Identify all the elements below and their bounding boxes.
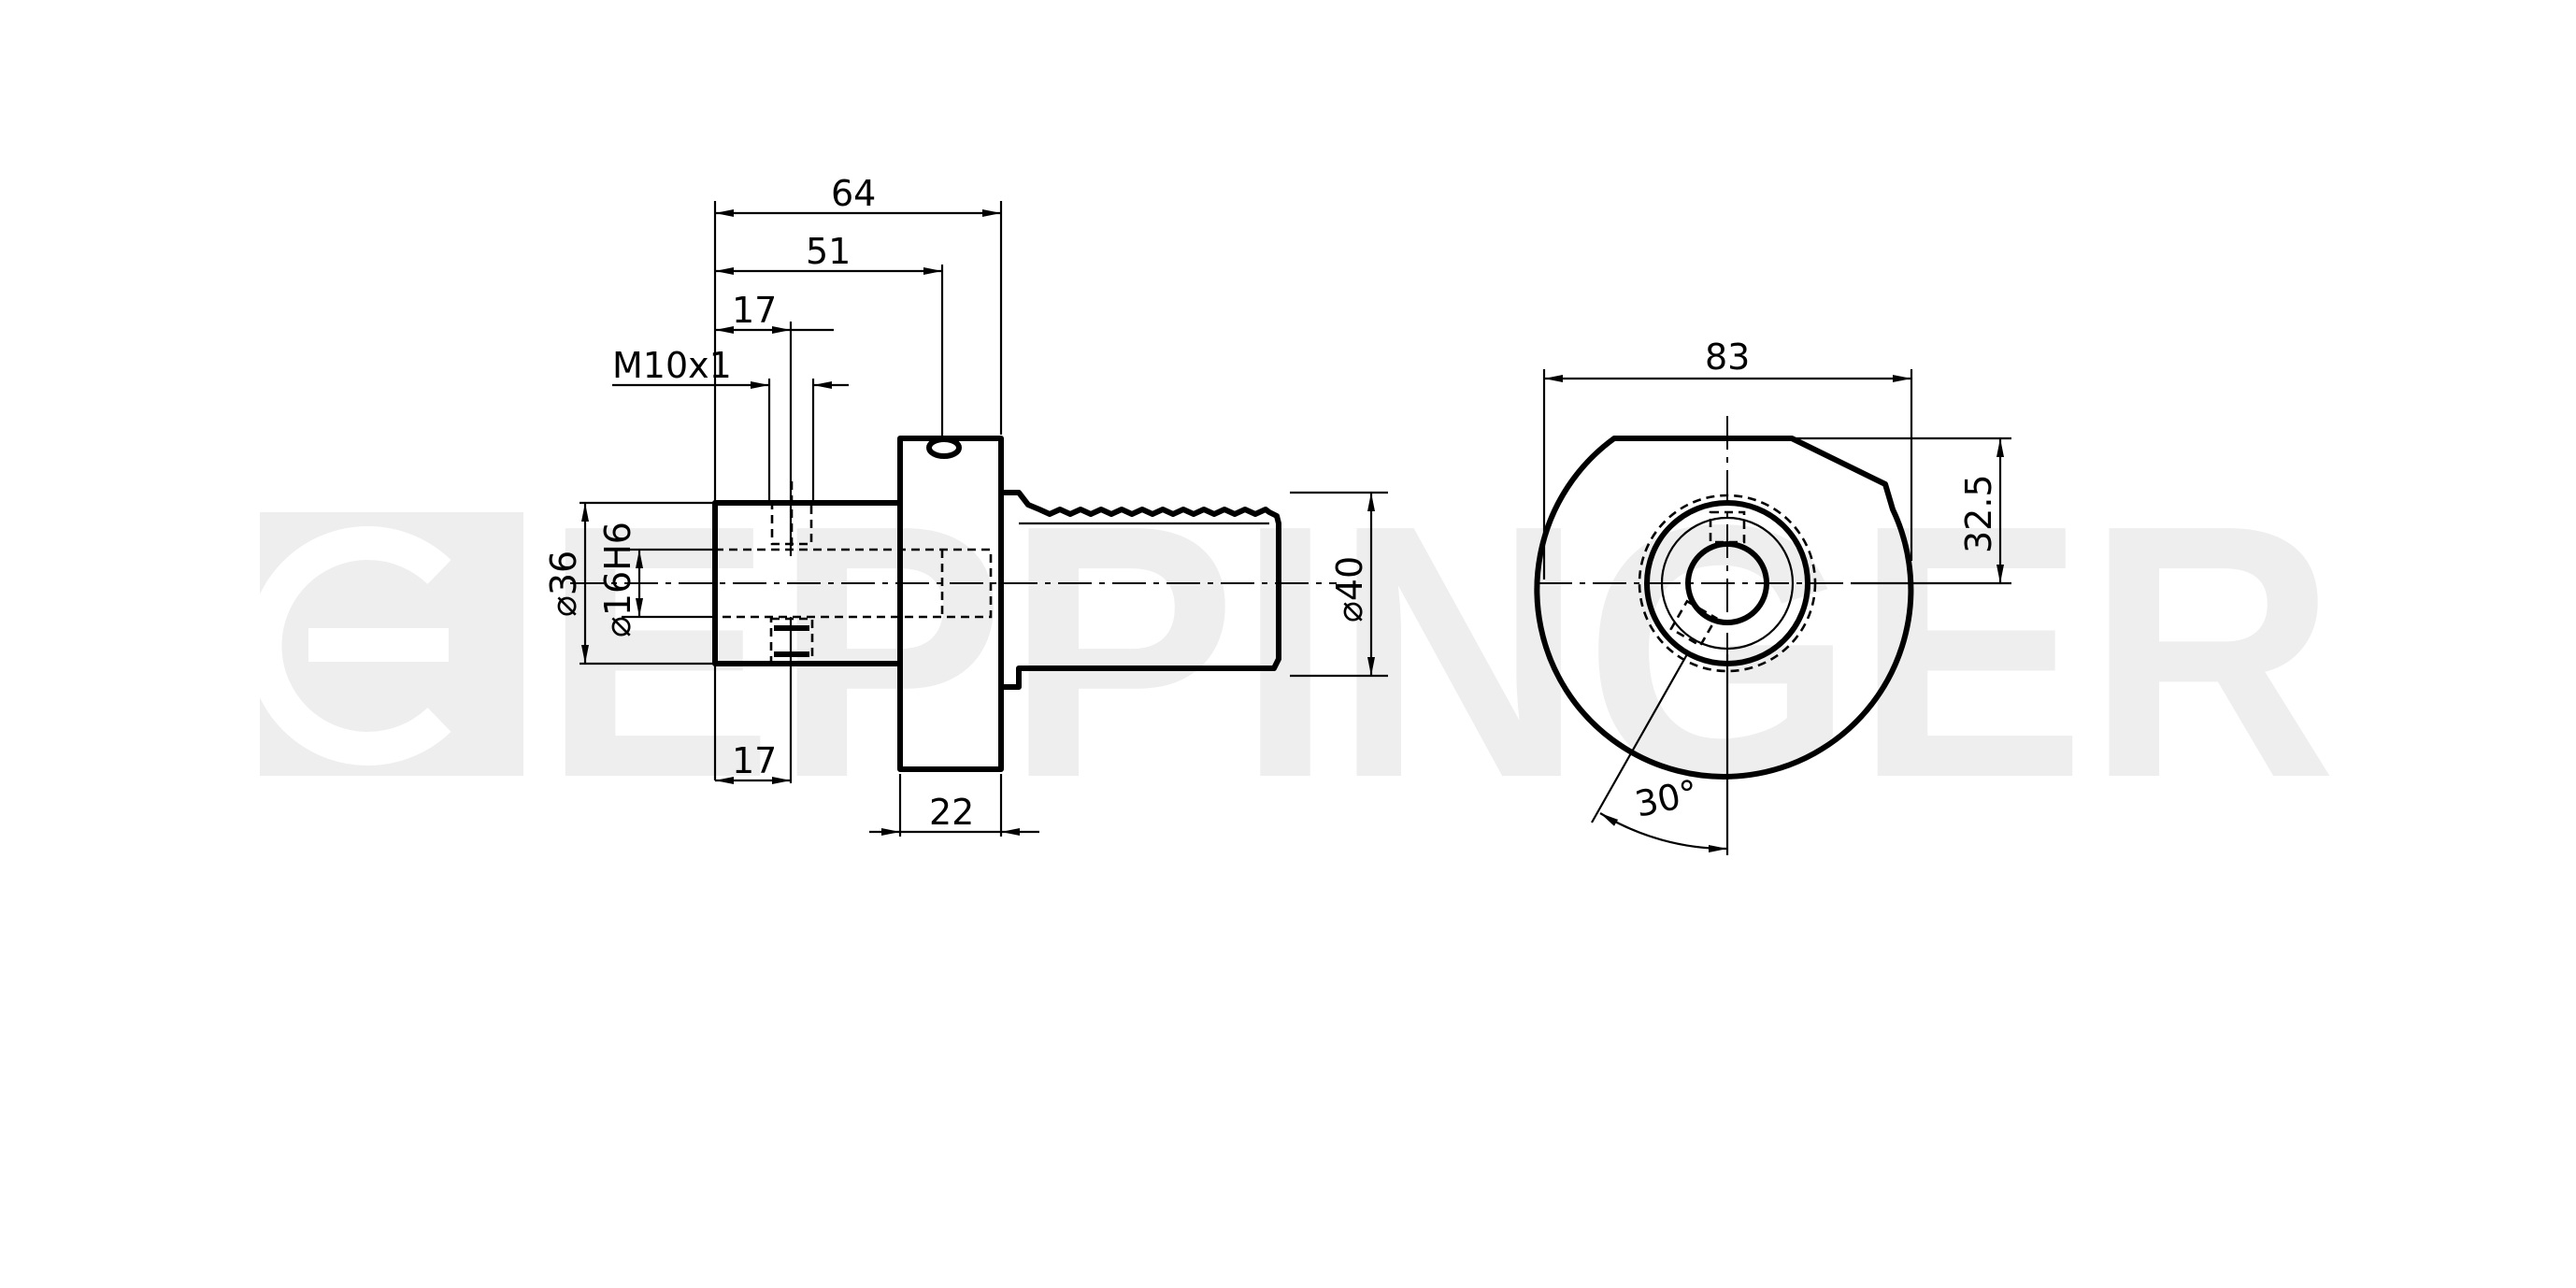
front-extension-lines (1542, 369, 2011, 855)
bore-hidden-lines (715, 548, 993, 619)
bolt-circle (1660, 516, 1795, 651)
front-top-screw (1709, 510, 1746, 544)
dim-shank-dia: ⌀40 (1329, 556, 1370, 623)
side-view: 64 51 17 M10x1 17 22 ⌀36 ⌀16H6 ⌀40 (543, 173, 1388, 837)
bore-circle (1685, 541, 1769, 625)
dim-dia-36: ⌀36 (543, 551, 584, 617)
side-extension-lines (580, 201, 1388, 837)
dim-arc-30 (1599, 812, 1728, 853)
watermark-text: EPPINGER (542, 450, 2337, 852)
dim-front-height: 32.5 (1958, 474, 1999, 553)
dim-total-length: 64 (831, 173, 876, 214)
dim-thread: M10x1 (612, 345, 732, 386)
dim-bore: ⌀16H6 (597, 522, 638, 637)
screw-circle-hidden (1638, 494, 1817, 673)
watermark: EPPINGER (248, 450, 2337, 852)
serrated-shank (1001, 490, 1281, 690)
dim-top-17: 17 (732, 290, 777, 331)
front-outline (1534, 436, 1914, 780)
front-angled-screw (1669, 599, 1718, 648)
dim-length-51: 51 (806, 231, 851, 272)
dim-bottom-17: 17 (732, 740, 777, 781)
dim-front-width: 83 (1705, 336, 1750, 378)
dim-flange-width: 22 (929, 792, 974, 833)
watermark-logo-mark (248, 526, 451, 766)
flange-hole (926, 436, 962, 459)
